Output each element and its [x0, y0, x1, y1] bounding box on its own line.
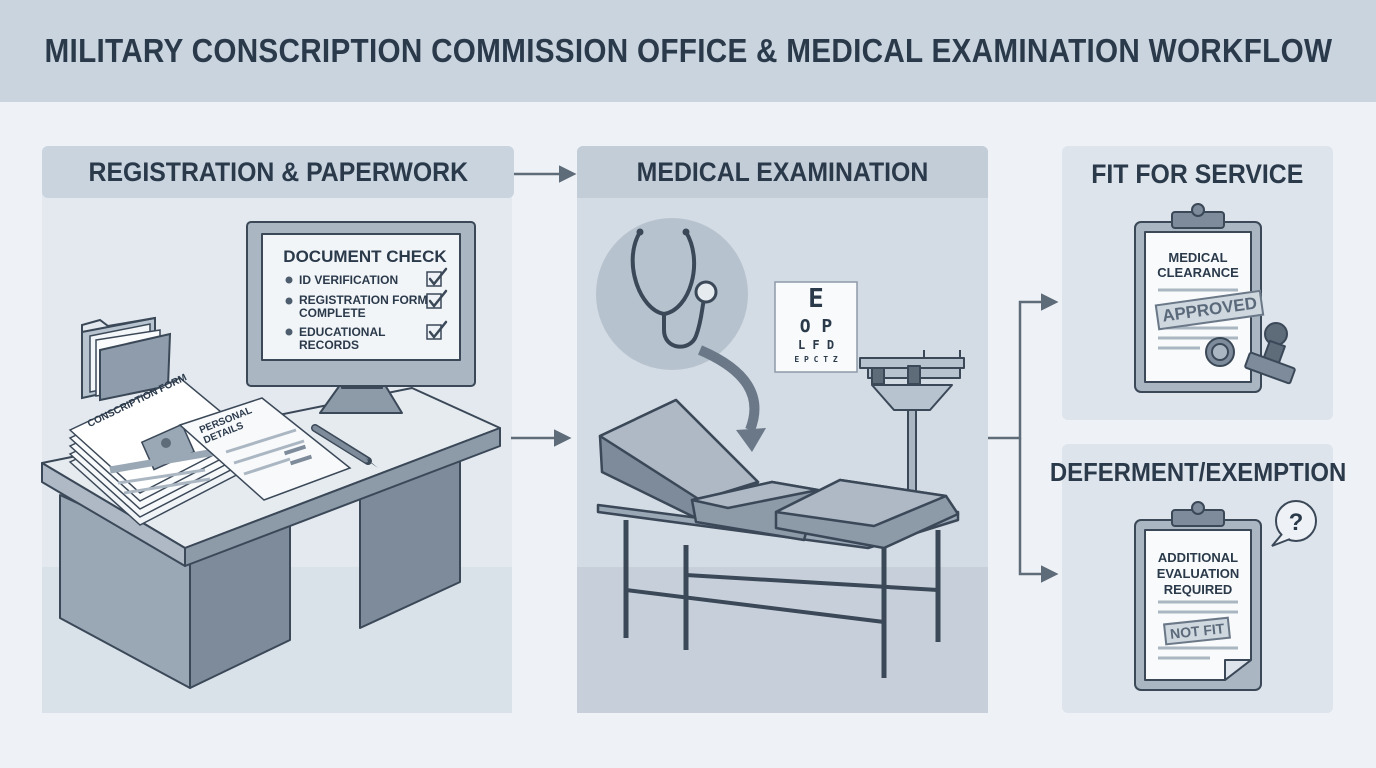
page-header: MILITARY CONSCRIPTION COMMISSION OFFICE … [0, 0, 1376, 102]
flow-arrows [511, 165, 1059, 583]
document-check-checkboxes [426, 271, 442, 340]
document-check-title: DOCUMENT CHECK [283, 247, 447, 266]
page-title: MILITARY CONSCRIPTION COMMISSION OFFICE … [44, 32, 1332, 69]
fit-label: FIT FOR SERVICE [1091, 158, 1304, 189]
personal-details-sheet [178, 397, 352, 501]
check-item-education: EDUCATIONAL RECORDS [299, 325, 386, 352]
svg-text:?: ? [1289, 509, 1304, 536]
stethoscope-icon [630, 228, 718, 349]
examination-table [596, 398, 960, 678]
pen-icon [311, 424, 378, 468]
deferment-clipboard-heading: ADDITIONAL EVALUATION REQUIRED [1156, 550, 1240, 597]
medical-label: MEDICAL EXAMINATION [577, 146, 988, 198]
folder-icon [81, 316, 172, 402]
fit-clipboard-heading: MEDICAL CLEARANCE [1157, 250, 1239, 280]
weighing-scale [859, 350, 965, 501]
registration-label: REGISTRATION & PAPERWORK [42, 146, 514, 198]
eye-chart-line-2: O P [799, 316, 833, 337]
rubber-stamp-icon [1244, 322, 1296, 385]
eye-chart-line-1: E [808, 284, 824, 314]
arrow-to-fit [988, 293, 1059, 440]
question-bubble-icon: ? [1271, 500, 1317, 547]
eye-chart-line-3: L F D [797, 338, 835, 352]
arrow-to-deferment [1018, 438, 1059, 583]
eye-chart-line-4: E P C T Z [794, 355, 838, 364]
checklist-bullets [285, 276, 293, 336]
check-item-registration: REGISTRATION FORM COMPLETE [299, 293, 428, 320]
eye-chart-board [774, 281, 858, 373]
check-item-id: ID VERIFICATION [299, 273, 399, 287]
deferment-label: DEFERMENT/EXEMPTION [1049, 456, 1347, 487]
checkmark-icons [428, 267, 448, 340]
